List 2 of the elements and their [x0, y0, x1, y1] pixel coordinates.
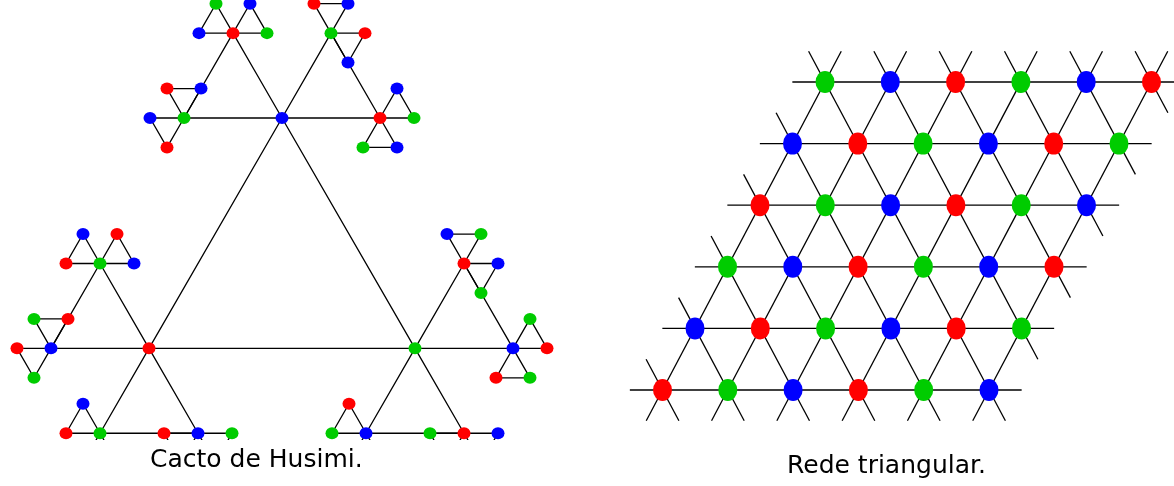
caption: Cacto de Husimi.: [150, 444, 363, 473]
caption: Rede triangular.: [787, 450, 986, 479]
